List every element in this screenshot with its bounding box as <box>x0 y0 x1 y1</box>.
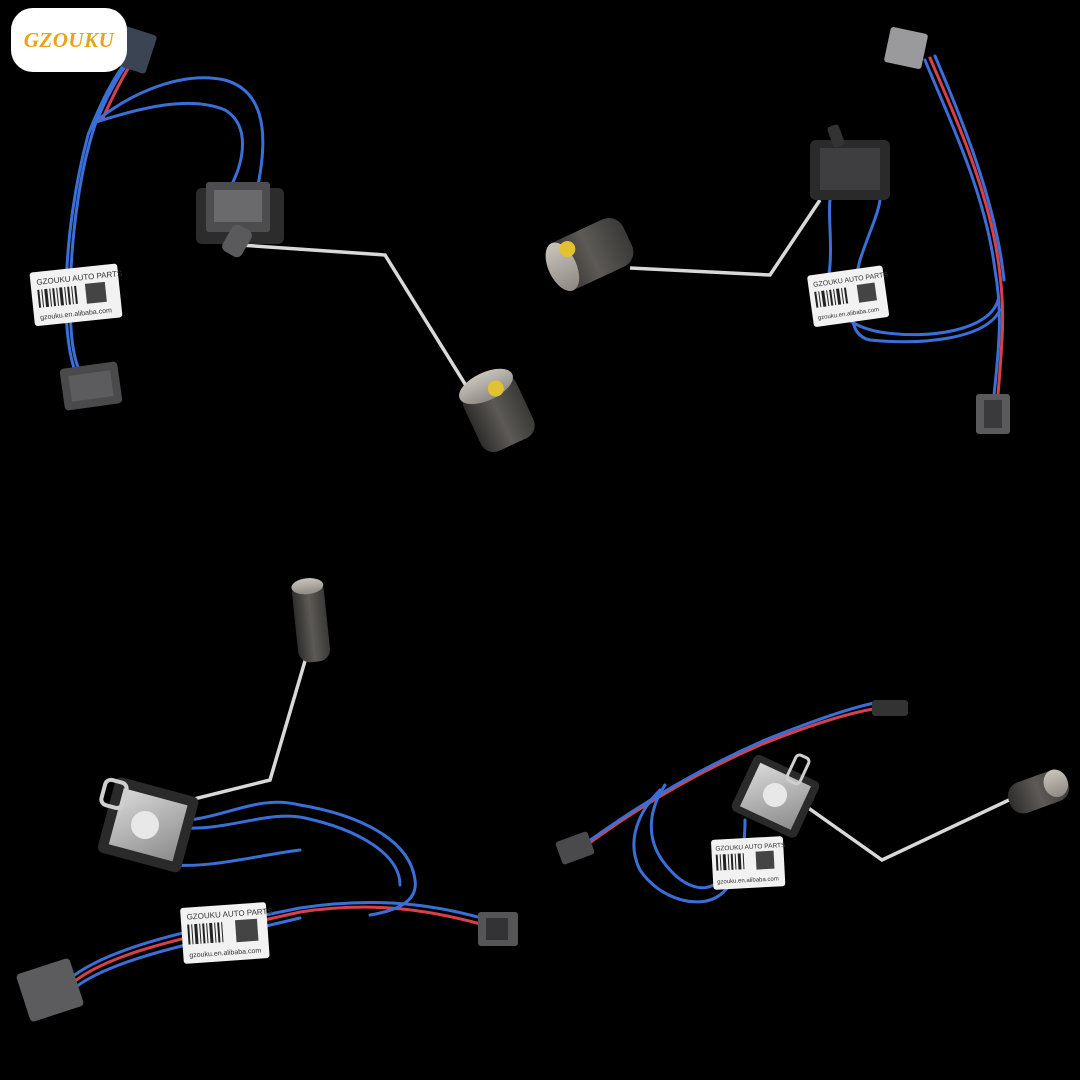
connector-plug <box>872 700 908 716</box>
fuel-level-sensor-3: GZOUKU AUTO PARTS gzouku.en.alibaba.com <box>16 578 518 1022</box>
fuel-level-sensor-2: GZOUKU AUTO PARTS gzouku.en.alibaba.com <box>545 27 1010 434</box>
float-arm <box>149 609 322 812</box>
brand-logo: GZOUKU <box>11 8 127 72</box>
connector-plug <box>884 27 928 69</box>
qr-code <box>856 282 877 303</box>
brand-logo-text: GZOUKU <box>23 27 115 52</box>
sensor-body <box>97 777 199 873</box>
qr-code <box>234 918 259 943</box>
float-arm <box>239 243 472 393</box>
wire-harness <box>578 700 882 904</box>
tag-url-text: gzouku.en.alibaba.com <box>717 876 779 885</box>
connector-plug <box>16 958 84 1022</box>
product-tag: GZOUKU AUTO PARTS gzouku.en.alibaba.com <box>180 902 273 964</box>
sensor-body <box>731 753 820 838</box>
wire-harness <box>827 54 1006 397</box>
sensor-body <box>196 182 284 258</box>
connector-plug <box>555 831 595 865</box>
float <box>545 218 634 292</box>
tag-brand-text: GZOUKU AUTO PARTS <box>715 842 786 853</box>
float-arm <box>629 199 822 277</box>
fuel-level-sensor-1: GZOUKU AUTO PARTS gzouku.en.alibaba.com <box>29 26 535 453</box>
sensor-body <box>810 124 890 200</box>
product-tag: GZOUKU AUTO PARTS gzouku.en.alibaba.com <box>807 265 890 327</box>
product-tag: GZOUKU AUTO PARTS gzouku.en.alibaba.com <box>29 263 123 327</box>
wire-harness <box>66 800 497 992</box>
float <box>1007 769 1070 814</box>
fuel-level-sensor-4: GZOUKU AUTO PARTS gzouku.en.alibaba.com <box>555 700 1070 904</box>
float <box>291 578 331 663</box>
float-arm <box>788 788 1031 863</box>
qr-code <box>755 850 775 870</box>
float <box>459 368 535 453</box>
qr-code <box>84 281 107 304</box>
product-tag: GZOUKU AUTO PARTS gzouku.en.alibaba.com <box>711 836 786 890</box>
